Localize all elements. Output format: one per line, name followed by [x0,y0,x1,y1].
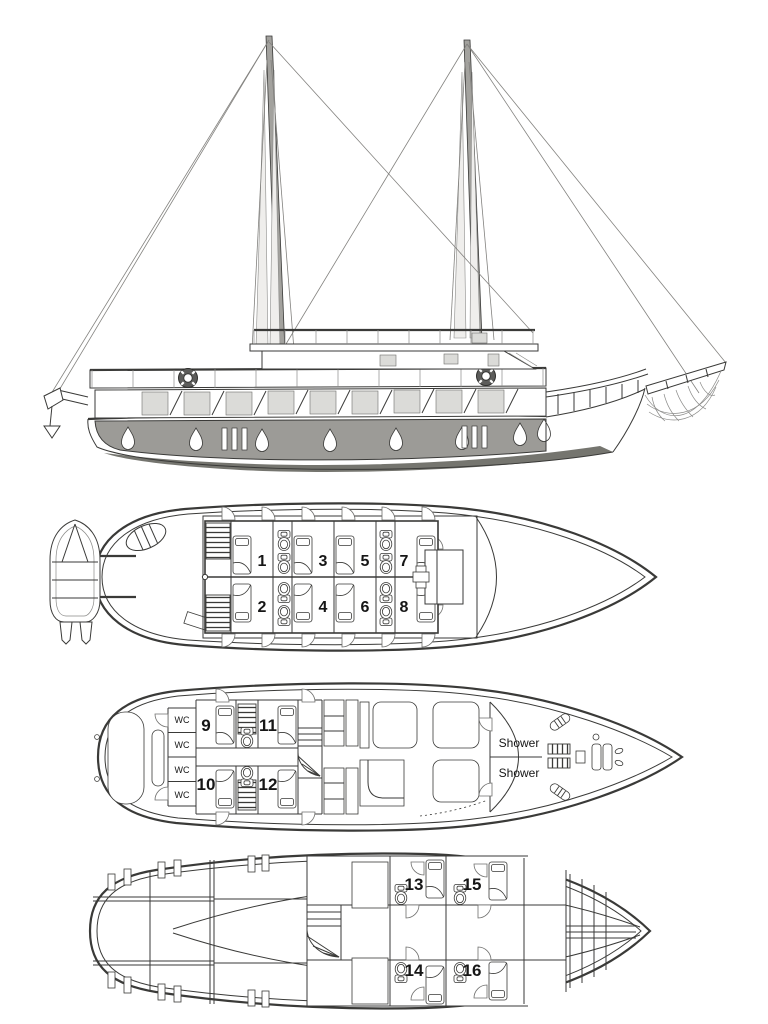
cabin-number-2: 2 [258,599,267,616]
deck-box [471,332,488,344]
salon-seating [359,701,489,817]
bow-framing [566,874,636,988]
main-deck-plan: WC WC WC WC 9 10 11 12 [94,682,684,832]
upper-deck-plan: 1 2 3 4 5 6 7 8 [49,502,658,652]
galley-counters [323,699,359,815]
cabin-number-7: 7 [400,553,409,570]
hull-band [94,418,547,461]
cleat-icon [547,711,573,733]
stern-platform [94,711,165,805]
main-cabin-windows [94,387,547,419]
life-raft [125,522,167,552]
stairs [205,594,231,632]
lower-deck-plan: 13 14 15 16 [88,852,652,1010]
cabin-number-11: 11 [259,716,277,735]
cabin-number-3: 3 [319,553,328,570]
cabin-number-5: 5 [361,553,370,570]
foredeck-railing [545,368,649,414]
wc-label: WC [175,765,190,775]
cabin-number-6: 6 [361,599,370,616]
upper-deck-hull [93,502,658,652]
wardrobe [351,861,389,909]
toilet-icon [240,766,254,787]
anchor-windlass [575,733,624,771]
foredeck-front-curve [475,516,497,638]
hull-slats [221,425,488,451]
cabin-number-14: 14 [405,961,424,980]
side-profile-view [43,35,727,472]
wardrobe [351,957,389,1005]
shower-compartments [489,701,542,813]
toilet-icon [240,727,254,748]
shower-label: Shower [499,736,540,750]
cabin-number-10: 10 [197,775,216,794]
stern-framing [93,854,307,1008]
cabin-number-8: 8 [400,599,409,616]
cleat-icon [547,781,573,803]
cabin-number-16: 16 [463,961,482,980]
shower-label: Shower [499,766,540,780]
lower-deck-hull [88,852,652,1010]
deck-hatch [547,757,571,769]
wc-label: WC [175,790,190,800]
furled-sails [255,69,481,349]
upper-deck-structure [249,328,539,370]
cabin-number-15: 15 [463,875,482,894]
bowsprit-net [644,370,722,422]
stairs [205,522,231,560]
wc-label: WC [175,715,190,725]
stern-davit [43,387,89,439]
wc-label: WC [175,740,190,750]
main-deck-hull [96,682,684,832]
cabin-number-1: 1 [258,553,267,570]
deck-hatch [547,743,571,755]
spiral-staircase-lower [306,905,342,960]
bowsprit [645,361,727,395]
cabin-number-4: 4 [319,599,328,616]
cabin-number-9: 9 [201,716,210,735]
cabin-number-13: 13 [405,875,424,894]
tender-dinghy [49,519,136,645]
engine-casing [412,549,464,605]
cabin-block-upper: 1 2 3 4 5 6 7 8 [201,520,442,634]
rigging-lines [45,39,727,403]
cabin-block-lower [306,855,567,1007]
spiral-staircase [297,727,323,779]
cabin-number-12: 12 [259,775,278,794]
